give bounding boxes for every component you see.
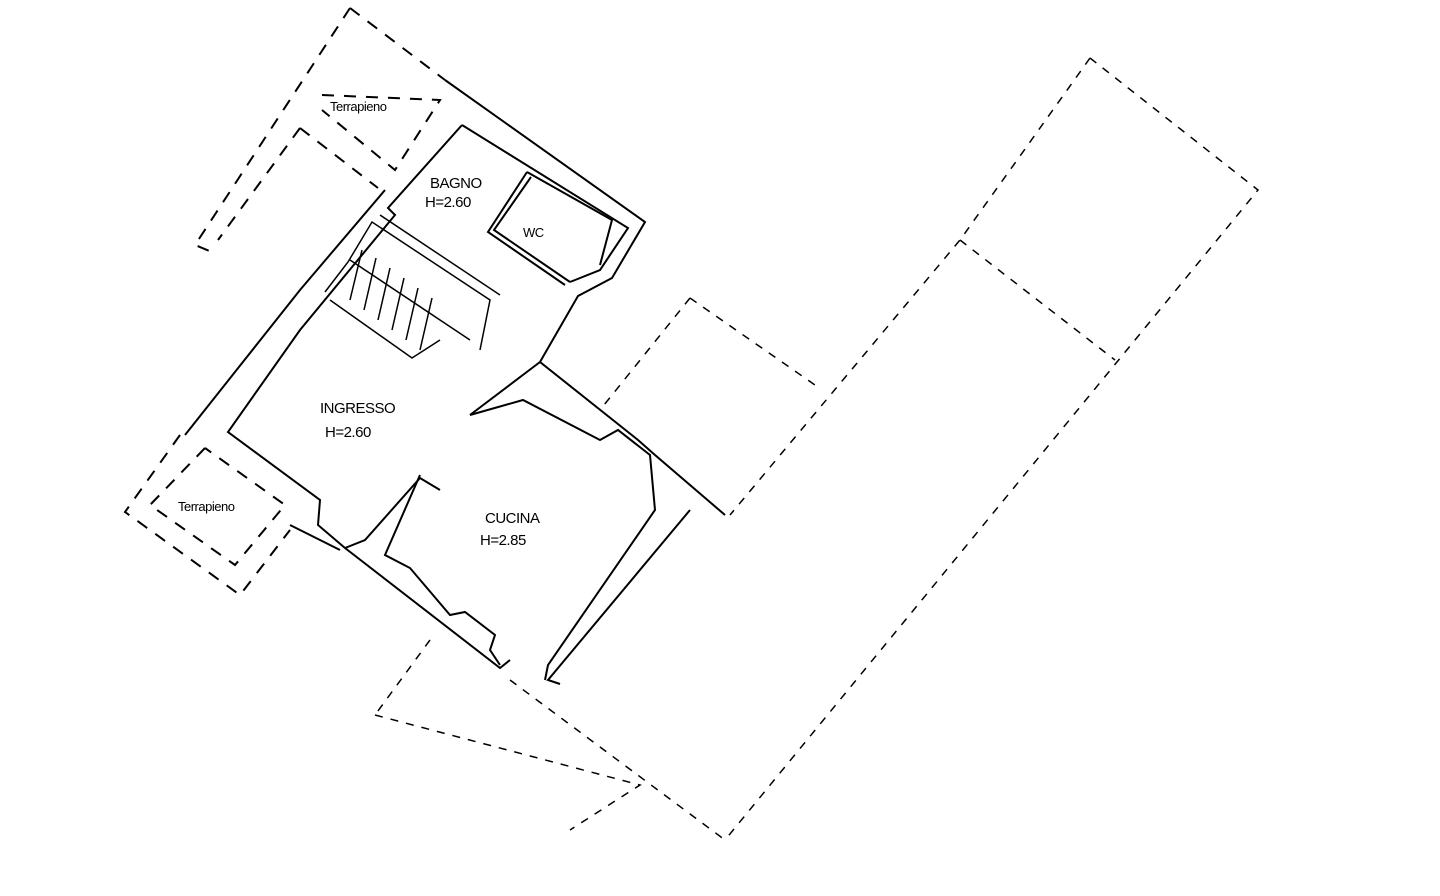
terrapieno-top-dashed xyxy=(193,7,446,253)
cucina-label: CUCINA xyxy=(485,510,540,527)
bagno-label: BAGNO xyxy=(430,175,482,192)
terrapieno-bottom-dashed xyxy=(123,434,291,597)
ingresso-label: INGRESSO xyxy=(320,400,396,417)
exterior-walls xyxy=(184,79,726,685)
ingresso-height: H=2.60 xyxy=(325,424,371,441)
terrapieno-top-label: Terrapieno xyxy=(330,99,387,114)
terrapieno-bottom-label: Terrapieno xyxy=(178,499,235,514)
cucina-height: H=2.85 xyxy=(480,532,526,549)
staircase xyxy=(324,214,501,359)
bagno-height: H=2.60 xyxy=(425,194,471,211)
wc-label: WC xyxy=(523,225,544,240)
site-dashed-outline xyxy=(374,57,1260,841)
